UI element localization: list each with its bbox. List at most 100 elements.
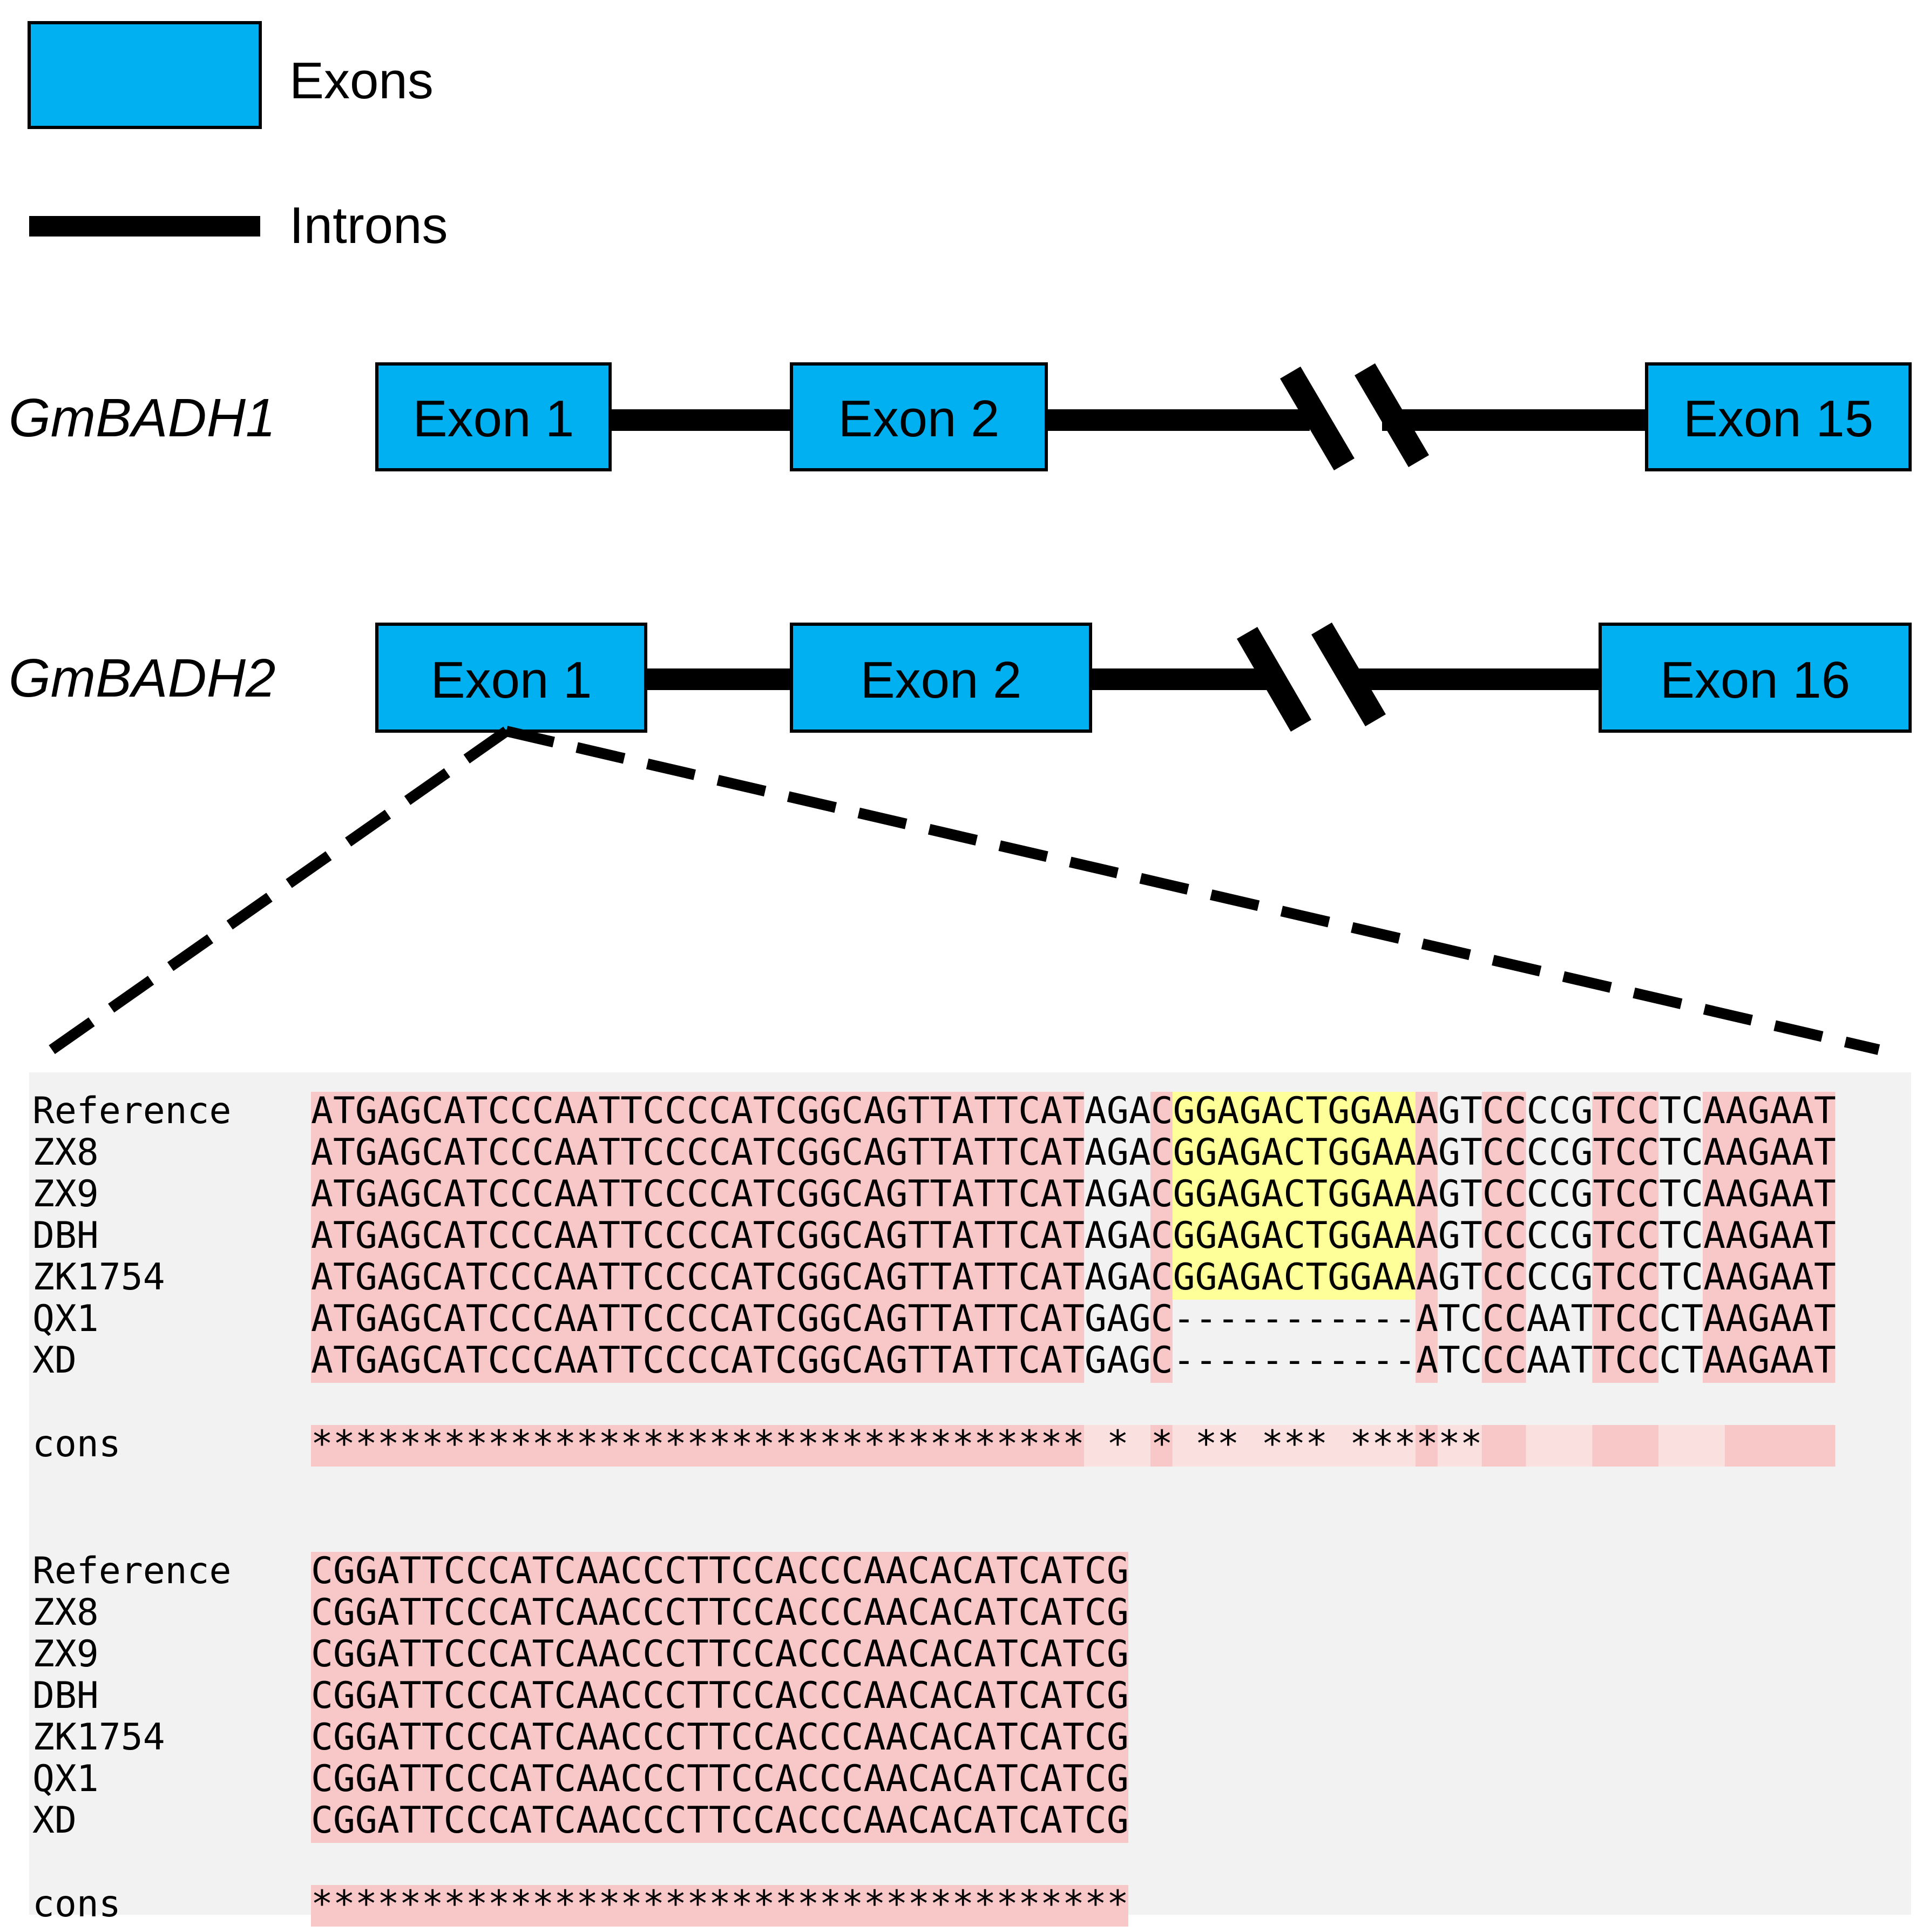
exon-label: Exon 1 [431, 651, 592, 709]
residue-highlight [1150, 1133, 1173, 1175]
exon-label: Exon 2 [838, 390, 1000, 448]
residue-highlight [311, 1635, 1129, 1677]
sequence-label: XD [32, 1799, 77, 1842]
consensus-highlight [311, 1425, 1085, 1467]
sequence-residues: CGGATTCCCATCAACCCTTCCACCCAACACATCATCG [311, 1716, 1129, 1759]
legend-intron-label: Introns [289, 197, 448, 254]
gene-name: GmBADH2 [9, 648, 276, 708]
consensus-label: cons [32, 1883, 121, 1926]
sequence-label: ZX8 [32, 1131, 99, 1174]
sequence-label: XD [32, 1339, 77, 1382]
residue-highlight [1150, 1217, 1173, 1258]
residue-highlight [311, 1300, 1085, 1341]
sequence-residues: ATGAGCATCCCAATTCCCCATCGGCAGTTATTCATAGACG… [311, 1131, 1836, 1174]
exon-label: Exon 2 [861, 651, 1022, 709]
residue-highlight [311, 1092, 1085, 1133]
sequence-residues: CGGATTCCCATCAACCCTTCCACCCAACACATCATCG [311, 1550, 1129, 1592]
residue-highlight [1481, 1092, 1526, 1133]
consensus-highlight [1658, 1425, 1725, 1467]
residue-highlight [1416, 1300, 1438, 1341]
residue-highlight [1150, 1175, 1173, 1217]
residue-highlight [1172, 1133, 1416, 1175]
residue-highlight [1592, 1133, 1659, 1175]
residue-highlight [1702, 1133, 1836, 1175]
residue-highlight [1416, 1217, 1438, 1258]
intron-line [1382, 409, 1652, 431]
residue-highlight [1481, 1175, 1526, 1217]
sequence-label: ZX9 [32, 1633, 99, 1676]
residue-highlight [1172, 1092, 1416, 1133]
sequence-residues: ATGAGCATCCCAATTCCCCATCGGCAGTTATTCATAGACG… [311, 1256, 1836, 1299]
sequence-label: QX1 [32, 1298, 99, 1340]
sequence-label: Reference [32, 1090, 231, 1132]
residue-highlight [1592, 1300, 1659, 1341]
sequence-label: ZK1754 [32, 1716, 165, 1759]
consensus-highlight [1526, 1425, 1593, 1467]
residue-highlight [311, 1552, 1129, 1593]
consensus-highlight [1724, 1425, 1836, 1467]
sequence-residues: ATGAGCATCCCAATTCCCCATCGGCAGTTATTCATGAGC-… [311, 1339, 1836, 1382]
exon-box [375, 362, 612, 471]
residue-highlight [311, 1677, 1129, 1718]
residue-highlight [1481, 1217, 1526, 1258]
legend-intron-swatch [29, 216, 260, 237]
residue-highlight [1481, 1341, 1526, 1383]
sequence-residues: ATGAGCATCCCAATTCCCCATCGGCAGTTATTCATAGACG… [311, 1090, 1836, 1132]
residue-highlight [1702, 1175, 1836, 1217]
residue-highlight [1416, 1341, 1438, 1383]
consensus-highlight [311, 1885, 1129, 1927]
exon-box [375, 623, 647, 733]
residue-highlight [1592, 1175, 1659, 1217]
residue-highlight [1172, 1258, 1416, 1300]
residue-highlight [311, 1258, 1085, 1300]
sequence-label: ZK1754 [32, 1256, 165, 1299]
zoom-line-left [38, 726, 510, 1062]
consensus-string: ************************************* [311, 1883, 1129, 1926]
sequence-residues: ATGAGCATCCCAATTCCCCATCGGCAGTTATTCATAGACG… [311, 1214, 1836, 1257]
legend-exon-swatch [28, 21, 262, 129]
consensus-highlight [1084, 1425, 1150, 1467]
sequence-label: DBH [32, 1214, 99, 1257]
residue-highlight [1481, 1300, 1526, 1341]
residue-highlight [311, 1718, 1129, 1760]
exon-label: Exon 16 [1660, 651, 1850, 709]
sequence-label: QX1 [32, 1758, 99, 1800]
residue-highlight [1172, 1217, 1416, 1258]
sequence-residues: ATGAGCATCCCAATTCCCCATCGGCAGTTATTCATAGACG… [311, 1173, 1836, 1215]
residue-highlight [1702, 1300, 1836, 1341]
residue-highlight [1702, 1217, 1836, 1258]
exon-label: Exon 15 [1683, 390, 1873, 448]
gene-gmbadh1: GmBADH1 Exon 1 Exon 2 Exon 15 [9, 362, 1912, 471]
intron-line [1045, 409, 1310, 431]
intron-line [1344, 668, 1603, 690]
consensus-highlight [1150, 1425, 1173, 1467]
residue-highlight [1481, 1133, 1526, 1175]
intron-line [1089, 668, 1271, 690]
residue-highlight [1592, 1217, 1659, 1258]
exon-box [1599, 623, 1912, 733]
residue-highlight [1592, 1341, 1659, 1383]
consensus-string: *********************************** * * … [311, 1423, 1482, 1465]
residue-highlight [1592, 1092, 1659, 1133]
residue-highlight [1702, 1341, 1836, 1383]
residue-highlight [311, 1801, 1129, 1843]
residue-highlight [311, 1593, 1129, 1635]
residue-highlight [311, 1217, 1085, 1258]
sequence-residues: CGGATTCCCATCAACCCTTCCACCCAACACATCATCG [311, 1591, 1129, 1634]
consensus-highlight [1592, 1425, 1659, 1467]
residue-highlight [311, 1175, 1085, 1217]
sequence-label: ZX8 [32, 1591, 99, 1634]
exon-box [1645, 362, 1912, 471]
residue-highlight [1702, 1258, 1836, 1300]
legend: Exons Introns [28, 21, 448, 254]
intron-line [609, 409, 793, 431]
consensus-highlight [1416, 1425, 1438, 1467]
sequence-residues: CGGATTCCCATCAACCCTTCCACCCAACACATCATCG [311, 1758, 1129, 1800]
sequence-label: DBH [32, 1674, 99, 1717]
gene-name: GmBADH1 [9, 388, 276, 448]
residue-highlight [1416, 1133, 1438, 1175]
gene-gmbadh2: GmBADH2 Exon 1 Exon 2 Exon 16 [9, 622, 1912, 733]
residue-highlight [1481, 1258, 1526, 1300]
